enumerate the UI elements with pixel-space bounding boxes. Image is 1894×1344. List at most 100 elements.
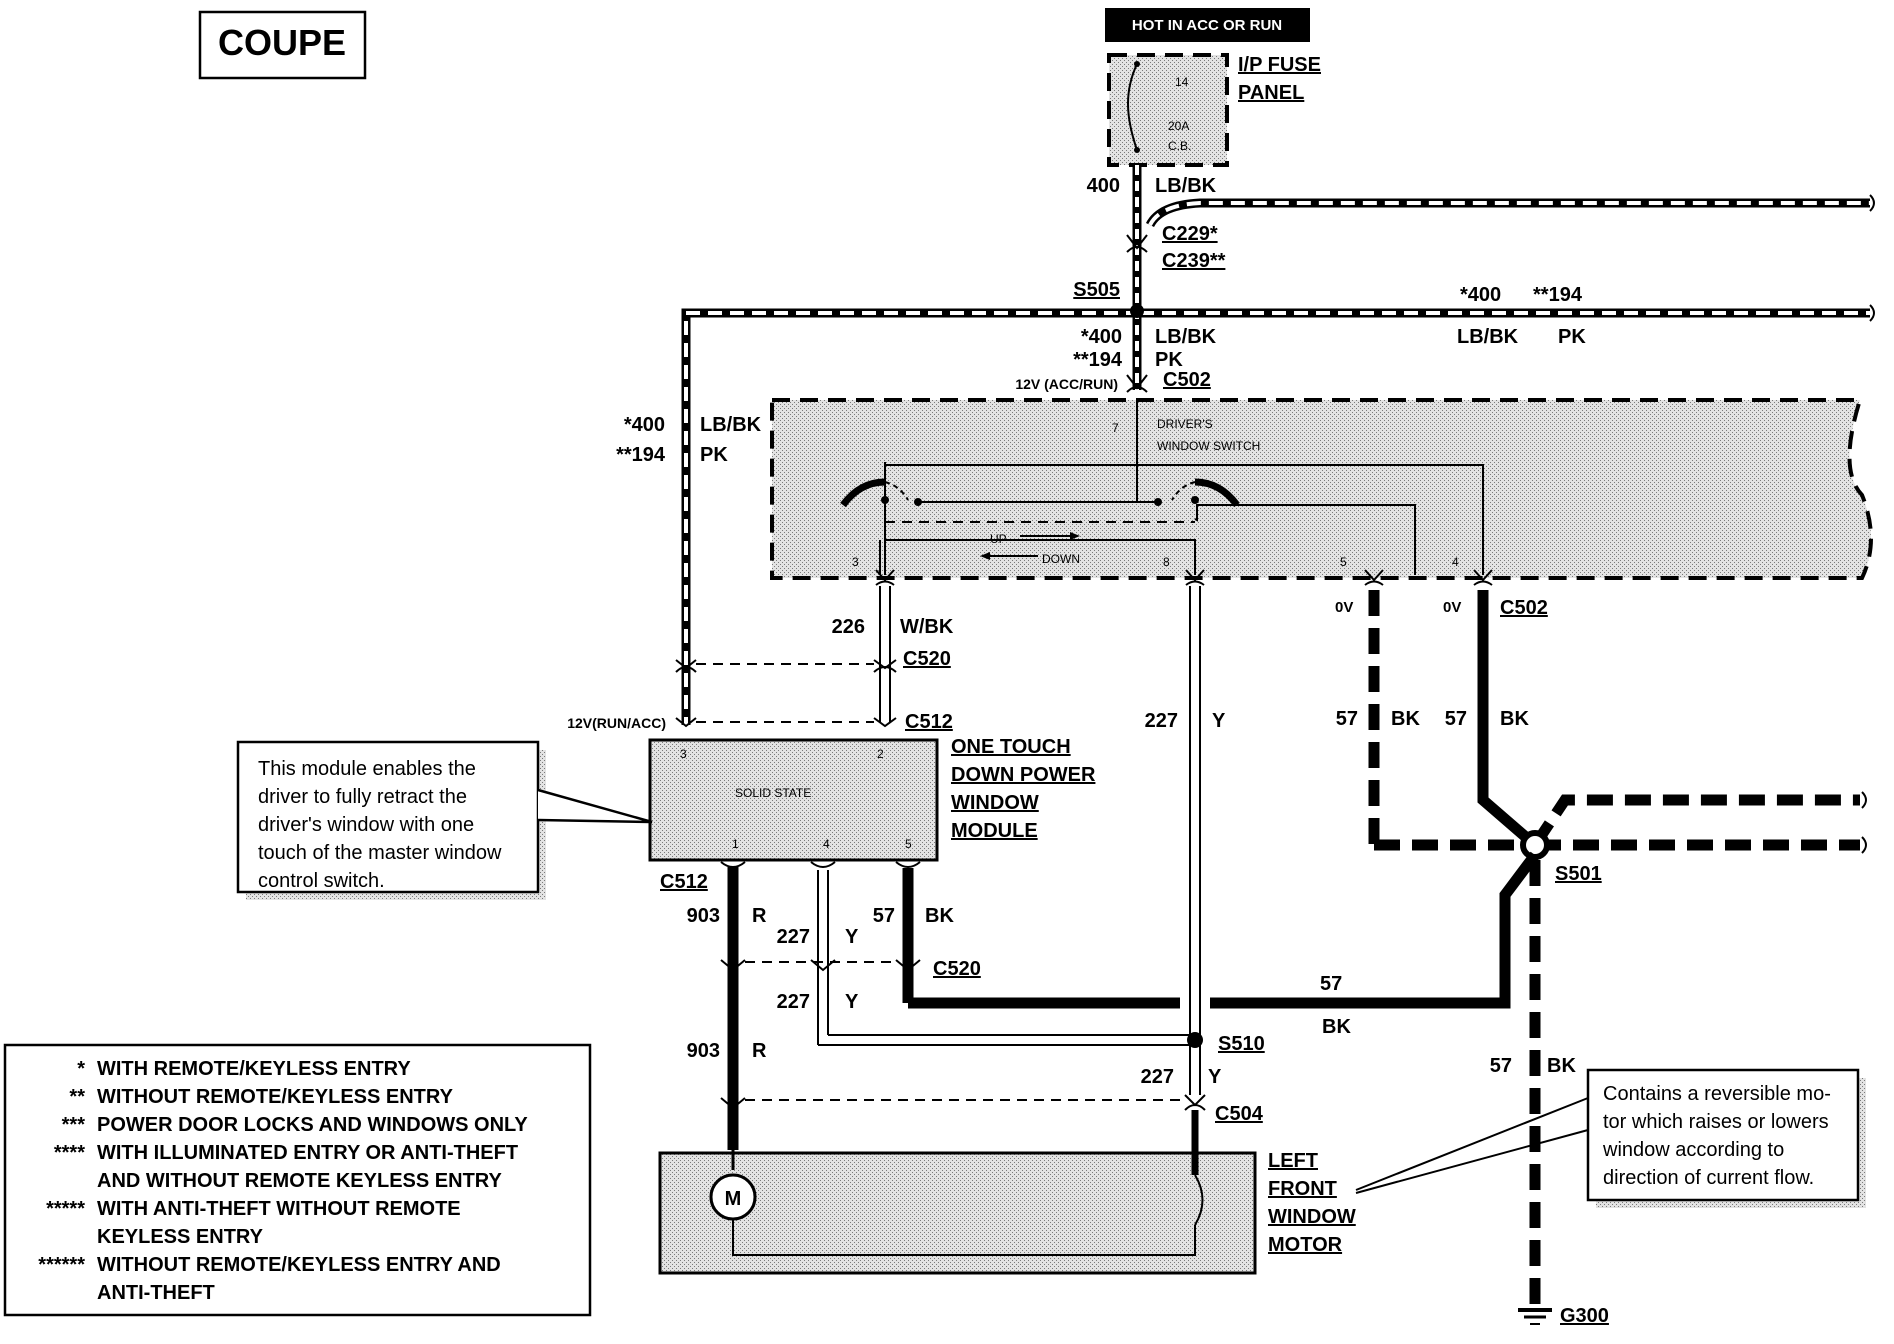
- label-c512-bottom: C512: [660, 871, 708, 893]
- motor-note-4: direction of current flow.: [1603, 1167, 1814, 1189]
- legend-mark-1: *: [77, 1058, 85, 1080]
- label-lbbk-left: LB/BK: [700, 414, 762, 436]
- module-pin-3: 3: [680, 747, 687, 761]
- module-name-3: WINDOW: [951, 792, 1039, 814]
- legend-mark-6: ******: [38, 1254, 85, 1276]
- fuse-panel: 14 20A C.B. I/P FUSE PANEL: [1107, 53, 1321, 167]
- fuse-panel-label-2: PANEL: [1238, 82, 1304, 104]
- splice-s505: [1130, 304, 1144, 318]
- legend-mark-3: ***: [62, 1114, 86, 1136]
- legend-text-1: WITH REMOTE/KEYLESS ENTRY: [97, 1058, 411, 1080]
- title-box: COUPE: [198, 10, 367, 80]
- fuse-rating-2: C.B.: [1168, 139, 1191, 153]
- label-57-b: 57: [1445, 708, 1467, 730]
- fuse-element: [1127, 63, 1138, 151]
- label-bk-module: BK: [925, 905, 954, 927]
- label-s510: S510: [1218, 1033, 1265, 1055]
- wire-57-module: [895, 861, 921, 972]
- switch-pin-8: 8: [1163, 555, 1170, 569]
- drivers-window-switch: DRIVER'S WINDOW SWITCH 7: [770, 398, 1873, 582]
- module-note-1: This module enables the: [258, 758, 476, 780]
- label-57-ground: 57: [1490, 1055, 1512, 1077]
- fuse-rating-1: 20A: [1168, 119, 1189, 133]
- label-227-switch: 227: [1145, 710, 1178, 732]
- module-note-3: driver's window with one: [258, 814, 474, 836]
- label-r-top: R: [752, 905, 767, 927]
- legend-mark-2: **: [69, 1086, 85, 1108]
- motor-symbol: M: [725, 1188, 742, 1210]
- label-bk-b: BK: [1500, 708, 1529, 730]
- label-903-lower: 903: [687, 1040, 720, 1062]
- legend-text-5b: KEYLESS ENTRY: [97, 1226, 264, 1248]
- wire-903-r: [720, 861, 746, 1150]
- label-pk-left: PK: [700, 444, 728, 466]
- left-front-window-motor: M LEFT FRONT WINDOW MOTOR: [658, 1110, 1356, 1275]
- module-inner-label: SOLID STATE: [735, 786, 811, 800]
- label-r-lower: R: [752, 1040, 767, 1062]
- label-400-center: *400: [1081, 326, 1122, 348]
- legend-text-3: POWER DOOR LOCKS AND WINDOWS ONLY: [97, 1114, 528, 1136]
- label-903-top: 903: [687, 905, 720, 927]
- module-pin-5: 5: [905, 837, 912, 851]
- label-s501: S501: [1555, 863, 1602, 885]
- switch-up-label: UP: [990, 532, 1007, 546]
- legend-text-4b: AND WITHOUT REMOTE KEYLESS ENTRY: [97, 1170, 502, 1192]
- wire-57-bk: [902, 580, 1867, 1308]
- label-pk-center: PK: [1155, 349, 1183, 371]
- label-400: 400: [1087, 175, 1120, 197]
- legend-mark-4: ****: [54, 1142, 85, 1164]
- switch-label-2: WINDOW SWITCH: [1157, 439, 1260, 453]
- label-bk-horizontal: BK: [1322, 1016, 1351, 1038]
- ground-g300: G300: [1518, 1305, 1609, 1327]
- legend-mark-5: *****: [46, 1198, 85, 1220]
- label-c239: C239**: [1162, 250, 1226, 272]
- label-0v-left: 0V: [1335, 599, 1353, 616]
- label-c520-top: C520: [903, 648, 951, 670]
- harness-top: [1145, 194, 1875, 228]
- harness-mid: [681, 304, 1875, 725]
- module-pin-2: 2: [877, 747, 884, 761]
- motor-note-1: Contains a reversible mo-: [1603, 1083, 1831, 1105]
- module-note-5: control switch.: [258, 870, 385, 892]
- module-note-2: driver to fully retract the: [258, 786, 467, 808]
- legend-text-4a: WITH ILLUMINATED ENTRY OR ANTI-THEFT: [97, 1142, 518, 1164]
- label-227-lower: 227: [777, 991, 810, 1013]
- hot-label: HOT IN ACC OR RUN: [1132, 17, 1282, 34]
- label-57-module: 57: [873, 905, 895, 927]
- wire-400-left: [675, 659, 697, 728]
- label-y-lower: Y: [845, 991, 859, 1013]
- label-0v-right: 0V: [1443, 599, 1461, 616]
- label-lbbk-center: LB/BK: [1155, 326, 1217, 348]
- label-c520-bottom: C520: [933, 958, 981, 980]
- g300-label: G300: [1560, 1305, 1609, 1327]
- motor-note: Contains a reversible mo- tor which rais…: [1355, 1068, 1866, 1208]
- switch-pin-4: 4: [1452, 555, 1459, 569]
- label-194-left: **194: [616, 444, 666, 466]
- title: COUPE: [218, 22, 346, 63]
- module-pin-1: 1: [732, 837, 739, 851]
- motor-name-3: WINDOW: [1268, 1206, 1356, 1228]
- label-wbk: W/BK: [900, 616, 954, 638]
- legend-text-6b: ANTI-THEFT: [97, 1282, 215, 1304]
- hot-label-box: HOT IN ACC OR RUN: [1105, 8, 1310, 42]
- label-57-horizontal: 57: [1320, 973, 1342, 995]
- label-227-motor: 227: [1141, 1066, 1174, 1088]
- legend-box: * WITH REMOTE/KEYLESS ENTRY ** WITHOUT R…: [3, 1043, 592, 1317]
- label-57-a: 57: [1336, 708, 1358, 730]
- label-c502-top: C502: [1163, 369, 1211, 391]
- switch-down-label: DOWN: [1042, 552, 1080, 566]
- wire-400-feed: [1126, 165, 1148, 393]
- module-name-1: ONE TOUCH: [951, 736, 1071, 758]
- module-pin-4: 4: [823, 837, 830, 851]
- label-400-right: *400: [1460, 284, 1501, 306]
- label-pk-right: PK: [1558, 326, 1586, 348]
- motor-name-1: LEFT: [1268, 1150, 1318, 1172]
- wire-226: [873, 580, 897, 728]
- label-lbbk-top: LB/BK: [1155, 175, 1217, 197]
- label-s505: S505: [1073, 279, 1120, 301]
- label-lbbk-right: LB/BK: [1457, 326, 1519, 348]
- fuse-panel-label-1: I/P FUSE: [1238, 54, 1321, 76]
- wire-labels: 400 LB/BK C229* C239** S505 *400 **194 L…: [567, 175, 1602, 1125]
- module-name-2: DOWN POWER: [951, 764, 1096, 786]
